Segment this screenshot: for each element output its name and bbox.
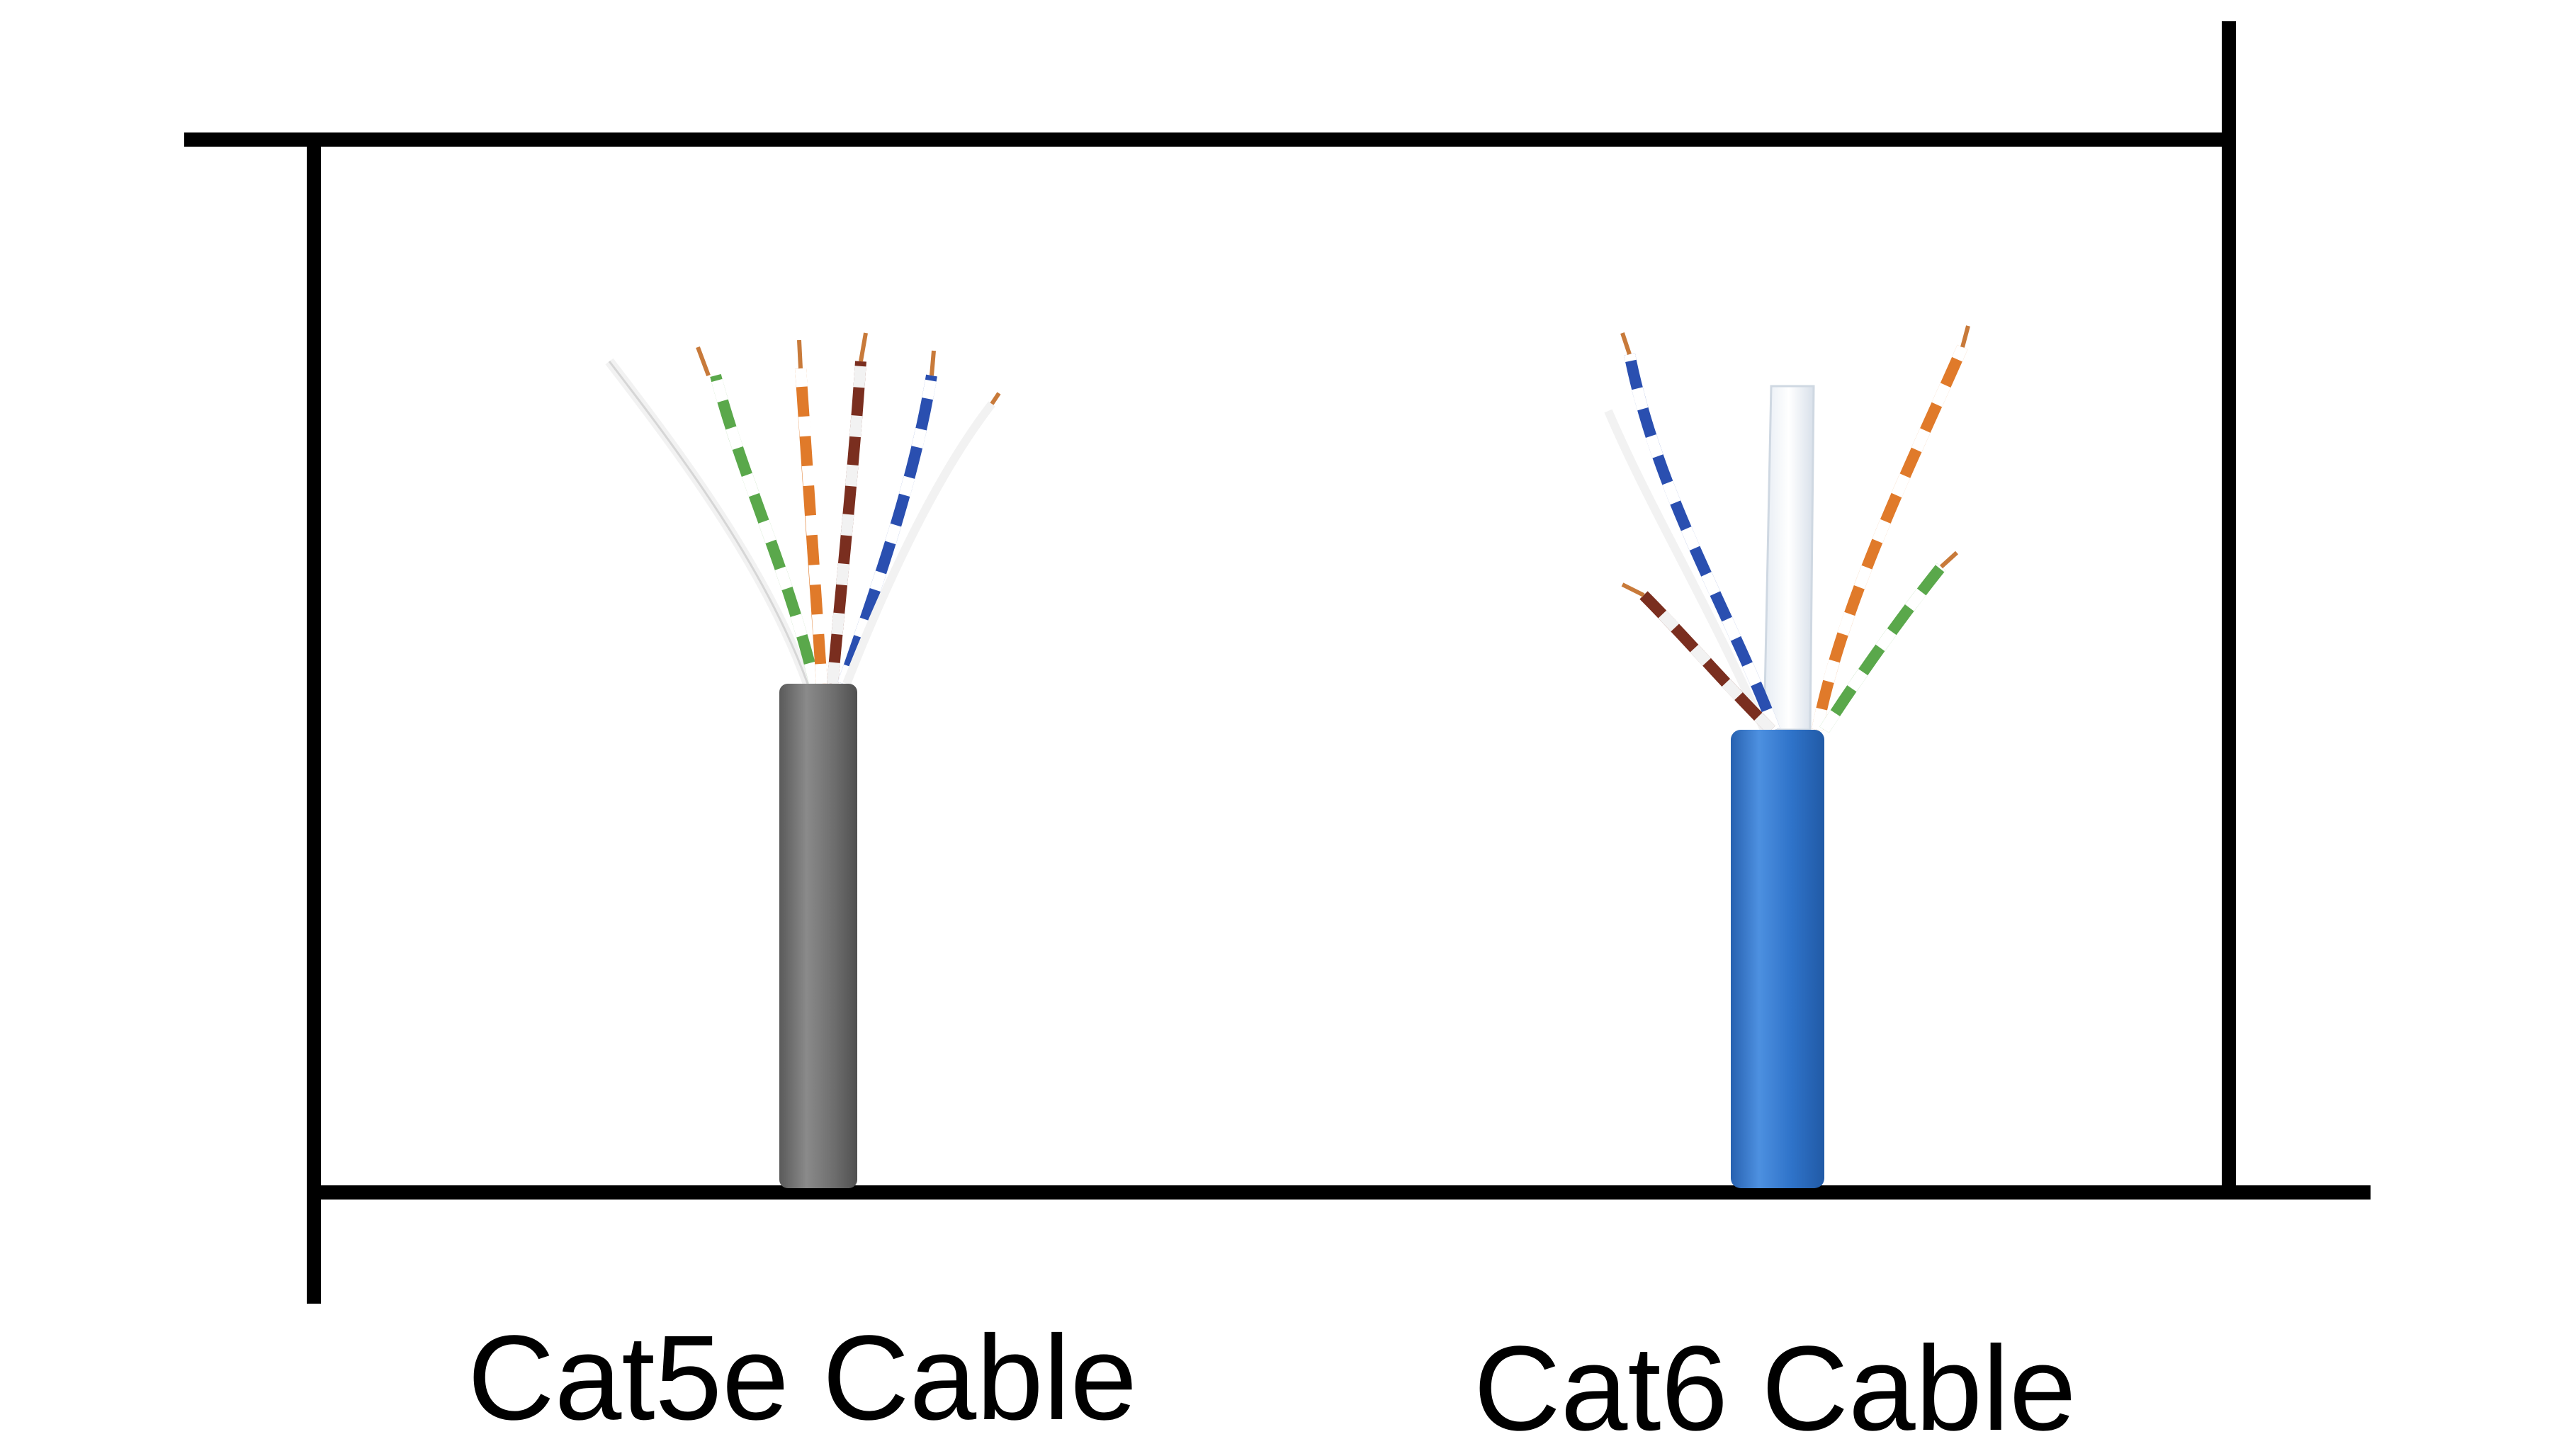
frame-bottom-line [321,1185,2371,1200]
cat5e-wires [605,332,1001,686]
frame-top-line [184,132,2236,147]
cat6-caption: Cat6 Cable [1474,1321,2077,1456]
cat5e-jacket [779,684,857,1188]
cat5e-caption: Cat5e Cable [468,1311,1138,1445]
frame-left-line [307,145,321,1304]
cat6-wires [1604,325,1970,734]
frame-right-line [2222,21,2236,1194]
cat6-jacket [1731,730,1824,1188]
